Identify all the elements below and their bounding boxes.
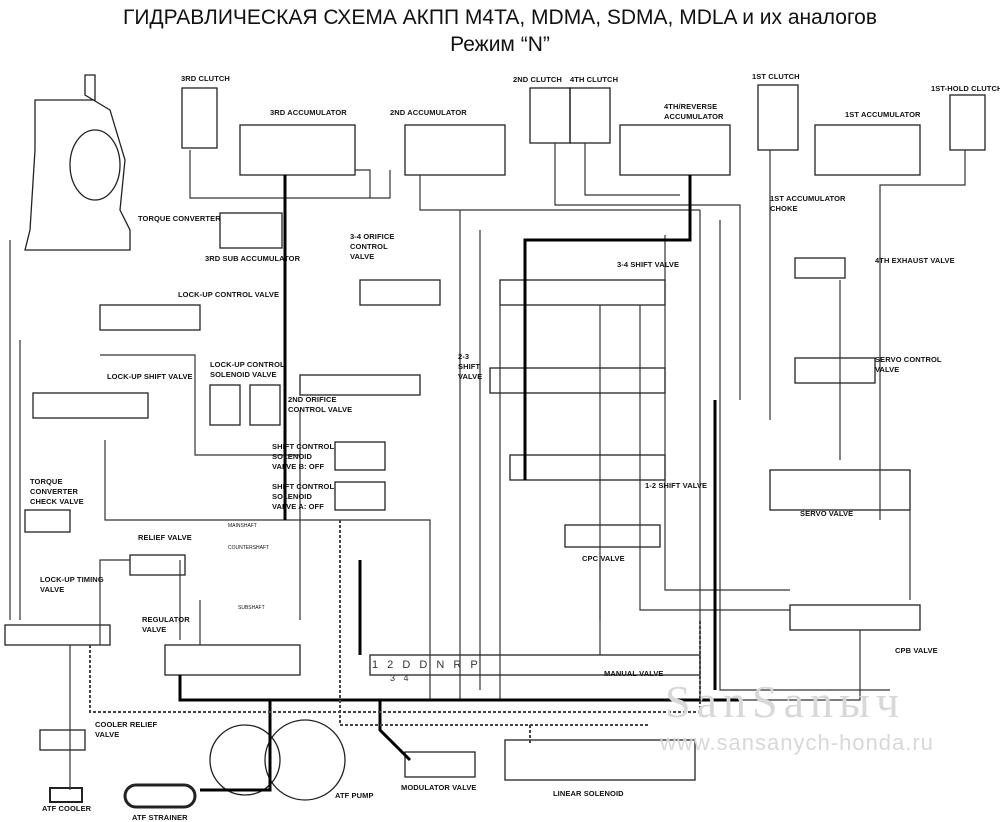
label-servo-valve: SERVO VALVE: [800, 509, 854, 518]
shift-positions-row2: 3 4: [390, 673, 412, 683]
label-countershaft: COUNTERSHAFT: [228, 545, 270, 551]
atf-cooler-shape: [49, 787, 83, 803]
label-3rd-accumulator: 3RD ACCUMULATOR: [270, 108, 347, 117]
label-1st-hold-clutch: 1ST-HOLD CLUTCH: [931, 84, 1000, 93]
modulator-shape: [404, 751, 476, 778]
label-lock-up-shift-valve: LOCK-UP SHIFT VALVE: [107, 372, 193, 381]
diagram-title: ГИДРАВЛИЧЕСКАЯ СХЕМА АКПП M4TA, MDMA, SD…: [122, 6, 878, 29]
torque-converter-core: [69, 129, 121, 201]
servo-control-shape: [794, 357, 876, 384]
lockup-timing-shape: [4, 624, 111, 646]
label-cpb-valve: CPB VALVE: [895, 646, 938, 655]
orifice2-shape: [299, 374, 421, 396]
line-pressure-lines: [178, 175, 740, 792]
cpc-shape: [564, 524, 661, 548]
shift-positions-row1: 1 2 D D N R P: [372, 659, 481, 671]
label-3-4-shift-valve: 3-4 SHIFT VALVE: [617, 260, 680, 269]
orifice34-shape: [359, 279, 441, 306]
label-1st-clutch: 1ST CLUTCH: [752, 72, 800, 81]
label-relief-valve: RELIEF VALVE: [138, 533, 192, 542]
label-atf-strainer: ATF STRAINER: [132, 813, 188, 822]
label-subshaft: SUBSHAFT: [238, 605, 265, 611]
atf-strainer-shape: [123, 783, 197, 809]
clutch2-shape: [529, 87, 571, 144]
label-2nd-clutch: 2ND CLUTCH: [513, 75, 562, 84]
fluid-lines: [9, 143, 966, 790]
clutch1hold-shape: [949, 94, 986, 151]
label-3rd-sub-accumulator: 3RD SUB ACCUMULATOR: [205, 254, 301, 263]
label-4th-clutch: 4TH CLUTCH: [570, 75, 619, 84]
modulated-pressure-lines: [89, 520, 701, 745]
sub-acc3-shape: [219, 212, 283, 249]
clutch1-shape: [757, 84, 799, 151]
linear-solenoid-shape: [504, 739, 696, 781]
lockup-shift-shape: [32, 392, 149, 419]
label-3rd-clutch: 3RD CLUTCH: [181, 74, 230, 83]
solenoid-a-shape: [334, 481, 386, 511]
exhaust4-shape: [794, 257, 846, 279]
label-linear-solenoid: LINEAR SOLENOID: [553, 789, 624, 798]
solenoid-b-shape: [334, 441, 386, 471]
shift23-shape: [489, 367, 666, 394]
torque-converter-shape: [24, 74, 131, 251]
cpb-shape: [789, 604, 921, 631]
label-cpc-valve: CPC VALVE: [582, 554, 625, 563]
label-atf-pump: ATF PUMP: [335, 791, 374, 800]
label-1st-accumulator: 1ST ACCUMULATOR: [845, 110, 921, 119]
watermark-name: SanSanыч: [665, 676, 906, 727]
acc3-shape: [239, 124, 356, 176]
label-torque-converter: TORQUE CONVERTER: [138, 214, 221, 223]
label-modulator-valve: MODULATOR VALVE: [401, 783, 477, 792]
solenoid-lockup-a: [209, 384, 241, 426]
regulator-shape: [164, 644, 301, 676]
tc-check-shape: [24, 509, 71, 533]
atf-pump-gear-2: [264, 719, 346, 801]
acc1-shape: [814, 124, 921, 176]
label-manual-valve: MANUAL VALVE: [604, 669, 664, 678]
label-2nd-accumulator: 2ND ACCUMULATOR: [390, 108, 467, 117]
clutch3-shape: [181, 87, 218, 149]
lockup-control-shape: [99, 304, 201, 331]
label-4th-exhaust-valve: 4TH EXHAUST VALVE: [875, 256, 955, 265]
label-lock-up-control-valve: LOCK-UP CONTROL VALVE: [178, 290, 280, 299]
shift12-shape: [509, 454, 666, 481]
servo-shape: [769, 469, 911, 511]
cooler-relief-shape: [39, 729, 86, 751]
atf-pump-gear-1: [209, 724, 281, 796]
relief-shape: [129, 554, 186, 576]
solenoid-lockup-b: [249, 384, 281, 426]
acc4r-shape: [619, 124, 731, 176]
watermark-url: www.sansanych-honda.ru: [660, 730, 934, 755]
diagram-subtitle: Режим “N”: [450, 33, 550, 56]
clutch4-shape: [569, 87, 611, 144]
label-mainshaft: MAINSHAFT: [228, 523, 257, 529]
label-atf-cooler: ATF COOLER: [42, 804, 92, 813]
label-1-2-shift-valve: 1-2 SHIFT VALVE: [645, 481, 708, 490]
acc2-shape: [404, 124, 506, 176]
